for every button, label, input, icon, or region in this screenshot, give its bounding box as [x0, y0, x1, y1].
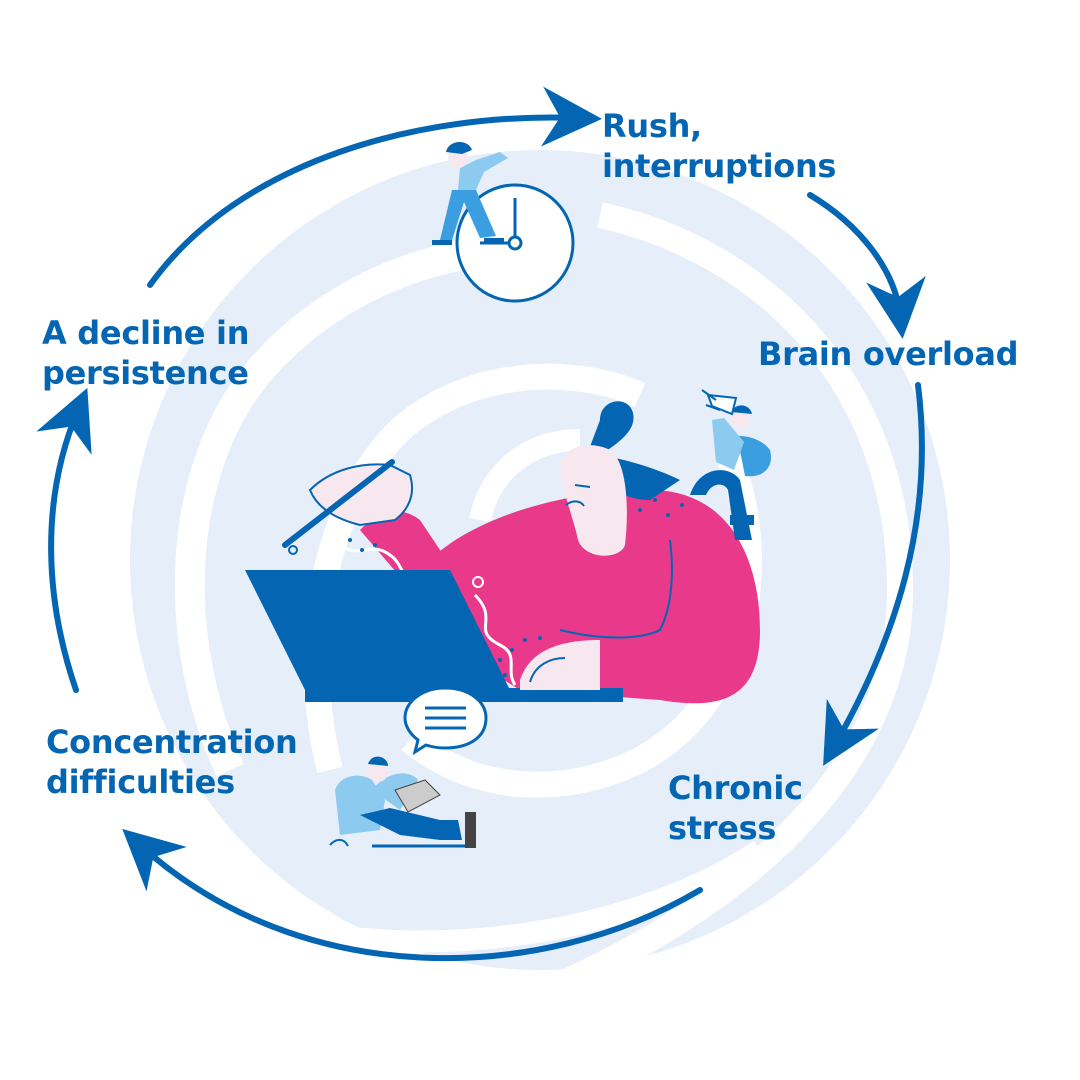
arrow-rush-to-brain	[807, 192, 926, 339]
walking-person	[432, 141, 508, 245]
cycle-label-line: stress	[668, 809, 777, 847]
cycle-label-line: Rush,	[602, 107, 702, 145]
cycle-label-brain-overload: Brain overload	[758, 334, 1019, 374]
arrow-stress-to-concentration	[122, 828, 703, 962]
arrow-concentration-to-persistence	[36, 387, 92, 693]
cycle-label-line: interruptions	[602, 147, 837, 185]
speech-bubble-icon	[403, 686, 488, 756]
cycle-label-chronic-stress: Chronic stress	[668, 768, 803, 848]
main-illustration	[245, 401, 760, 704]
cycle-arrows	[36, 86, 926, 962]
pen-icon	[282, 459, 395, 548]
cycle-label-line: A decline in	[42, 314, 250, 352]
cycle-label-line: Chronic	[668, 769, 803, 807]
speech-bubble-illustration	[403, 686, 488, 756]
person-forearm	[520, 640, 600, 690]
arrow-persistence-to-rush	[147, 86, 602, 288]
cycle-label-line: Concentration	[46, 723, 298, 761]
laptop-icon	[245, 570, 510, 690]
cycle-label-rush: Rush, interruptions	[602, 106, 836, 186]
cycle-label-line: difficulties	[46, 763, 235, 801]
arrow-brain-to-stress	[823, 382, 925, 766]
clock-illustration	[432, 141, 575, 303]
person-hand	[308, 463, 414, 527]
speckles	[348, 498, 684, 677]
sitting-person	[329, 756, 476, 848]
megaphone-person	[690, 389, 771, 540]
cycle-label-concentration: Concentration difficulties	[46, 722, 298, 802]
cycle-label-line: persistence	[42, 354, 249, 392]
cycle-label-line: Brain overload	[758, 335, 1019, 373]
person-face	[560, 445, 627, 556]
cycle-label-persistence: A decline in persistence	[42, 313, 250, 393]
